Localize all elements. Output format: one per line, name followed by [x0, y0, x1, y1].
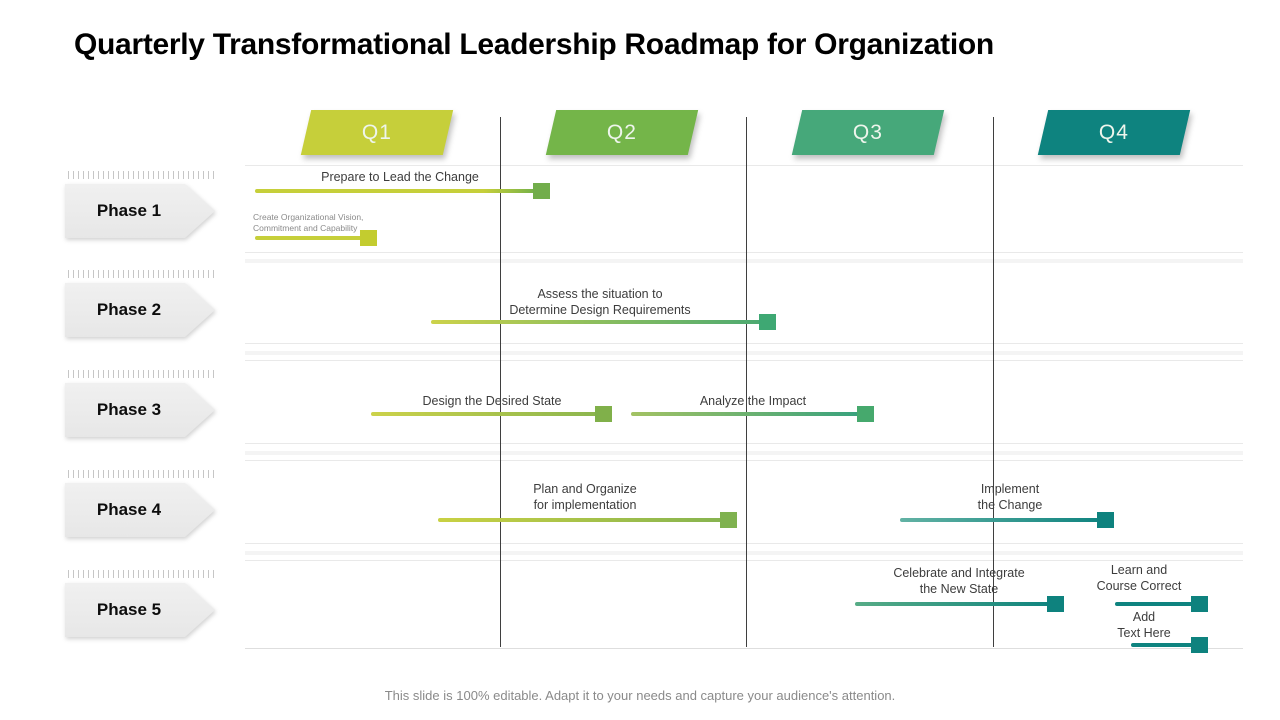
- task-bar: [438, 518, 728, 522]
- phase-arrow-shape: Phase 4: [65, 483, 215, 537]
- task-milestone-marker: [1097, 512, 1114, 528]
- phase-arrow-5: Phase 5: [65, 583, 215, 637]
- footer-note: This slide is 100% editable. Adapt it to…: [384, 688, 896, 703]
- quarter-header-q2: Q2: [545, 110, 699, 155]
- task-milestone-marker: [595, 406, 612, 422]
- task-label: Plan and Organize for implementation: [533, 482, 637, 512]
- row-separator-band: [245, 451, 1243, 455]
- row-separator-band: [245, 551, 1243, 555]
- task-milestone-marker: [1191, 637, 1208, 653]
- phase-arrow-shape: Phase 2: [65, 283, 215, 337]
- row-separator: [245, 443, 1243, 444]
- task-label: Assess the situation to Determine Design…: [509, 287, 691, 317]
- quarter-divider-line: [993, 117, 994, 647]
- row-separator: [245, 360, 1243, 361]
- task-label: Add Text Here: [1117, 610, 1171, 640]
- phase-arrow-1: Phase 1: [65, 184, 215, 238]
- task-bar: [855, 602, 1055, 606]
- row-separator: [245, 543, 1243, 544]
- task-milestone-marker: [533, 183, 550, 199]
- task-label: Implement the Change: [977, 482, 1043, 512]
- grid-top-line: [245, 165, 1243, 166]
- quarter-label: Q4: [1098, 120, 1129, 144]
- phase-arrow-2: Phase 2: [65, 283, 215, 337]
- task-milestone-marker: [1047, 596, 1064, 612]
- task-bar: [371, 412, 603, 416]
- quarter-label: Q1: [361, 120, 392, 144]
- task-bar: [431, 320, 767, 324]
- phase-arrow-4: Phase 4: [65, 483, 215, 537]
- phase-label: Phase 4: [96, 500, 162, 519]
- phase-ticks-4: [68, 470, 216, 478]
- task-label: Create Organizational Vision, Commitment…: [253, 212, 364, 233]
- task-bar: [900, 518, 1105, 522]
- task-milestone-marker: [1191, 596, 1208, 612]
- phase-arrow-shape: Phase 3: [65, 383, 215, 437]
- task-label: Celebrate and Integrate the New State: [893, 566, 1025, 596]
- quarter-divider-line: [500, 117, 501, 647]
- phase-ticks-2: [68, 270, 216, 278]
- row-separator: [245, 343, 1243, 344]
- row-separator: [245, 252, 1243, 253]
- task-bar: [1115, 602, 1199, 606]
- phase-label: Phase 1: [96, 201, 162, 220]
- phase-label: Phase 3: [96, 400, 162, 419]
- row-separator-band: [245, 351, 1243, 355]
- row-separator: [245, 460, 1243, 461]
- row-separator: [245, 560, 1243, 561]
- phase-label: Phase 2: [96, 300, 162, 319]
- task-bar: [255, 189, 541, 193]
- phase-label: Phase 5: [96, 600, 162, 619]
- phase-ticks-1: [68, 171, 216, 179]
- slide-title: Quarterly Transformational Leadership Ro…: [74, 28, 994, 61]
- quarter-header-q3: Q3: [791, 110, 945, 155]
- phase-arrow-shape: Phase 1: [65, 184, 215, 238]
- quarter-header-q4: Q4: [1037, 110, 1191, 155]
- grid-bottom-line: [245, 648, 1243, 649]
- phase-arrow-3: Phase 3: [65, 383, 215, 437]
- task-label: Learn and Course Correct: [1096, 563, 1182, 593]
- quarter-label: Q3: [852, 120, 883, 144]
- quarter-label: Q2: [606, 120, 637, 144]
- task-bar: [1131, 643, 1199, 647]
- task-milestone-marker: [857, 406, 874, 422]
- task-label: Analyze the Impact: [699, 394, 807, 408]
- row-separator-band: [245, 259, 1243, 263]
- task-bar: [255, 236, 368, 240]
- task-label: Design the Desired State: [422, 394, 562, 408]
- phase-ticks-3: [68, 370, 216, 378]
- phase-ticks-5: [68, 570, 216, 578]
- quarter-divider-line: [746, 117, 747, 647]
- phase-arrow-shape: Phase 5: [65, 583, 215, 637]
- quarter-header-q1: Q1: [300, 110, 454, 155]
- task-milestone-marker: [360, 230, 377, 246]
- task-milestone-marker: [720, 512, 737, 528]
- task-bar: [631, 412, 865, 416]
- task-milestone-marker: [759, 314, 776, 330]
- task-label: Prepare to Lead the Change: [321, 170, 479, 184]
